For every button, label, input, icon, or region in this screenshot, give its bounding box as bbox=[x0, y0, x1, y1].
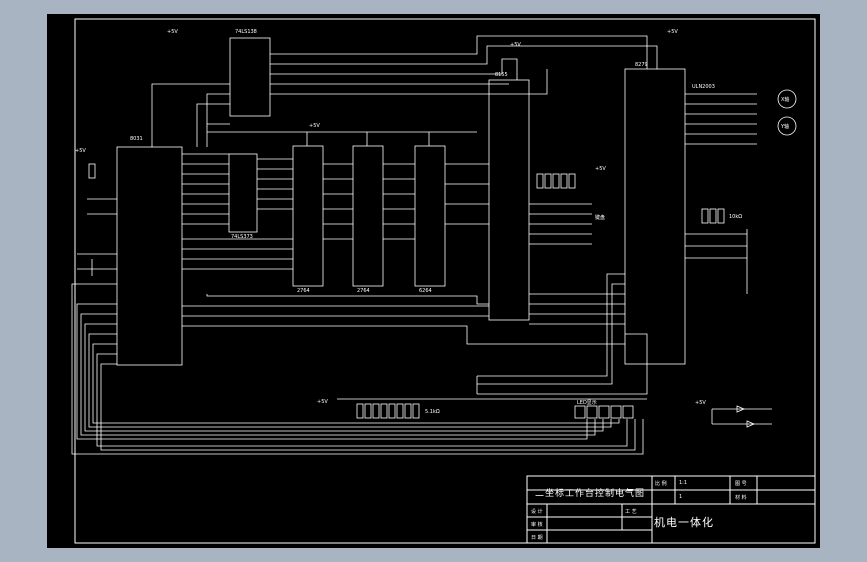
power-label: +5V bbox=[75, 148, 86, 154]
tb-material-label: 材 料 bbox=[735, 495, 747, 501]
power-label: +5V bbox=[667, 29, 678, 35]
power-label: +5V bbox=[595, 166, 606, 172]
led-digit bbox=[610, 405, 622, 419]
motor-x-icon bbox=[777, 89, 797, 109]
title-block bbox=[526, 475, 816, 544]
schematic-canvas bbox=[71, 18, 816, 544]
cpu-chip bbox=[116, 146, 183, 366]
led-icon bbox=[746, 420, 756, 428]
latch-label: 74LS373 bbox=[231, 234, 253, 240]
eprom2-chip bbox=[352, 145, 384, 287]
decoder-chip bbox=[229, 37, 271, 117]
drawing-sheet: 二坐标工作台控制电气图 机电一体化 比 例 1:1 图 号 1 材 料 设 计 … bbox=[47, 14, 820, 548]
decoder-label: 74LS138 bbox=[235, 29, 257, 35]
motor-y-label: Y轴 bbox=[781, 124, 790, 130]
res-net-label: 5.1kΩ bbox=[425, 409, 440, 415]
display-label: LED显示 bbox=[577, 400, 597, 406]
power-label: +5V bbox=[510, 42, 521, 48]
power-label: +5V bbox=[167, 29, 178, 35]
tb-review-label: 审 核 bbox=[531, 522, 543, 528]
led-digit bbox=[574, 405, 586, 419]
tb-count-value: 1 bbox=[679, 494, 683, 500]
eprom2-label: 2764 bbox=[357, 288, 370, 294]
drawing-company: 机电一体化 bbox=[654, 516, 714, 529]
eprom1-label: 2764 bbox=[297, 288, 310, 294]
motor-x-label: X轴 bbox=[781, 97, 790, 103]
driver-label: ULN2003 bbox=[692, 84, 715, 90]
schematic-wiring bbox=[71, 35, 797, 455]
res-net2-label: 10kΩ bbox=[729, 214, 743, 220]
tb-scale-label: 比 例 bbox=[655, 481, 667, 487]
ppi2-chip bbox=[624, 68, 686, 365]
keyboard-label: 键盘 bbox=[595, 215, 606, 221]
tb-scale-value: 1:1 bbox=[679, 480, 688, 486]
cpu-label: 8031 bbox=[130, 136, 143, 142]
power-label: +5V bbox=[695, 400, 706, 406]
power-label: +5V bbox=[309, 123, 320, 129]
ppi2-label: 8279 bbox=[635, 62, 648, 68]
diode-icon bbox=[736, 405, 746, 413]
motor-y-icon bbox=[777, 116, 797, 136]
led-digit bbox=[598, 405, 610, 419]
ram-label: 6264 bbox=[419, 288, 432, 294]
inner-border bbox=[74, 18, 816, 544]
tb-drawing-no-label: 图 号 bbox=[735, 481, 747, 487]
eprom1-chip bbox=[292, 145, 324, 287]
led-digit bbox=[586, 405, 598, 419]
ram-chip bbox=[414, 145, 446, 287]
drawing-title: 二坐标工作台控制电气图 bbox=[535, 489, 646, 499]
led-digit bbox=[622, 405, 634, 419]
tb-designer-label: 设 计 bbox=[531, 509, 543, 515]
power-label: +5V bbox=[317, 399, 328, 405]
latch-chip bbox=[228, 153, 258, 233]
tb-process-label: 工 艺 bbox=[625, 509, 637, 515]
ppi-chip bbox=[488, 79, 530, 321]
tb-date-label: 日 期 bbox=[531, 535, 543, 541]
ppi-label: 8155 bbox=[495, 72, 508, 78]
